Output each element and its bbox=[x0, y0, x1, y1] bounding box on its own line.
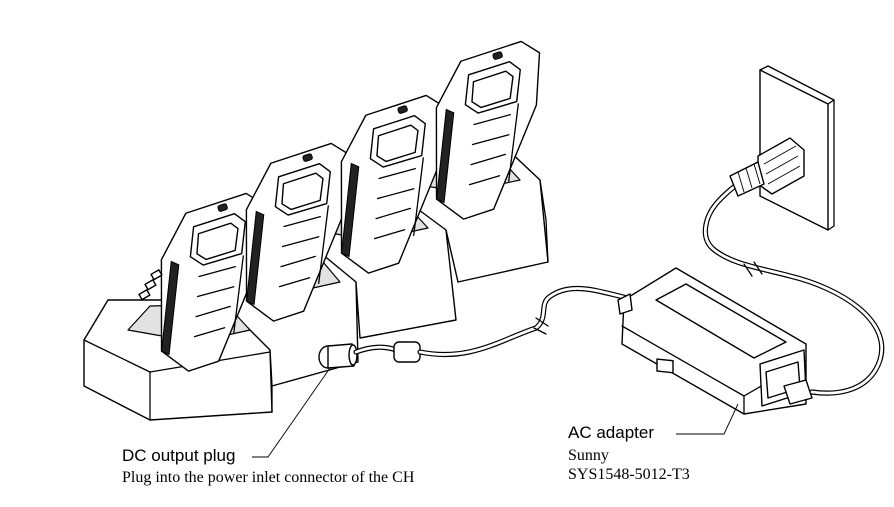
dc-output-plug bbox=[318, 343, 358, 369]
ac-adapter-title: AC adapter bbox=[568, 423, 654, 442]
dc-plug-note: Plug into the power inlet connector of t… bbox=[122, 469, 415, 486]
ac-adapter-maker: Sunny bbox=[568, 447, 609, 464]
ac-adapter-leader bbox=[676, 403, 739, 435]
dc-plug-title: DC output plug bbox=[122, 446, 236, 465]
ac-adapter-model: SYS1548-5012-T3 bbox=[568, 466, 690, 483]
ac-cable bbox=[702, 173, 885, 405]
wall-outlet bbox=[729, 65, 835, 231]
ac-adapter-brick bbox=[617, 267, 807, 415]
side-buttons bbox=[138, 269, 163, 301]
dc-cable bbox=[353, 285, 631, 363]
dc-plug-leader bbox=[252, 367, 331, 458]
